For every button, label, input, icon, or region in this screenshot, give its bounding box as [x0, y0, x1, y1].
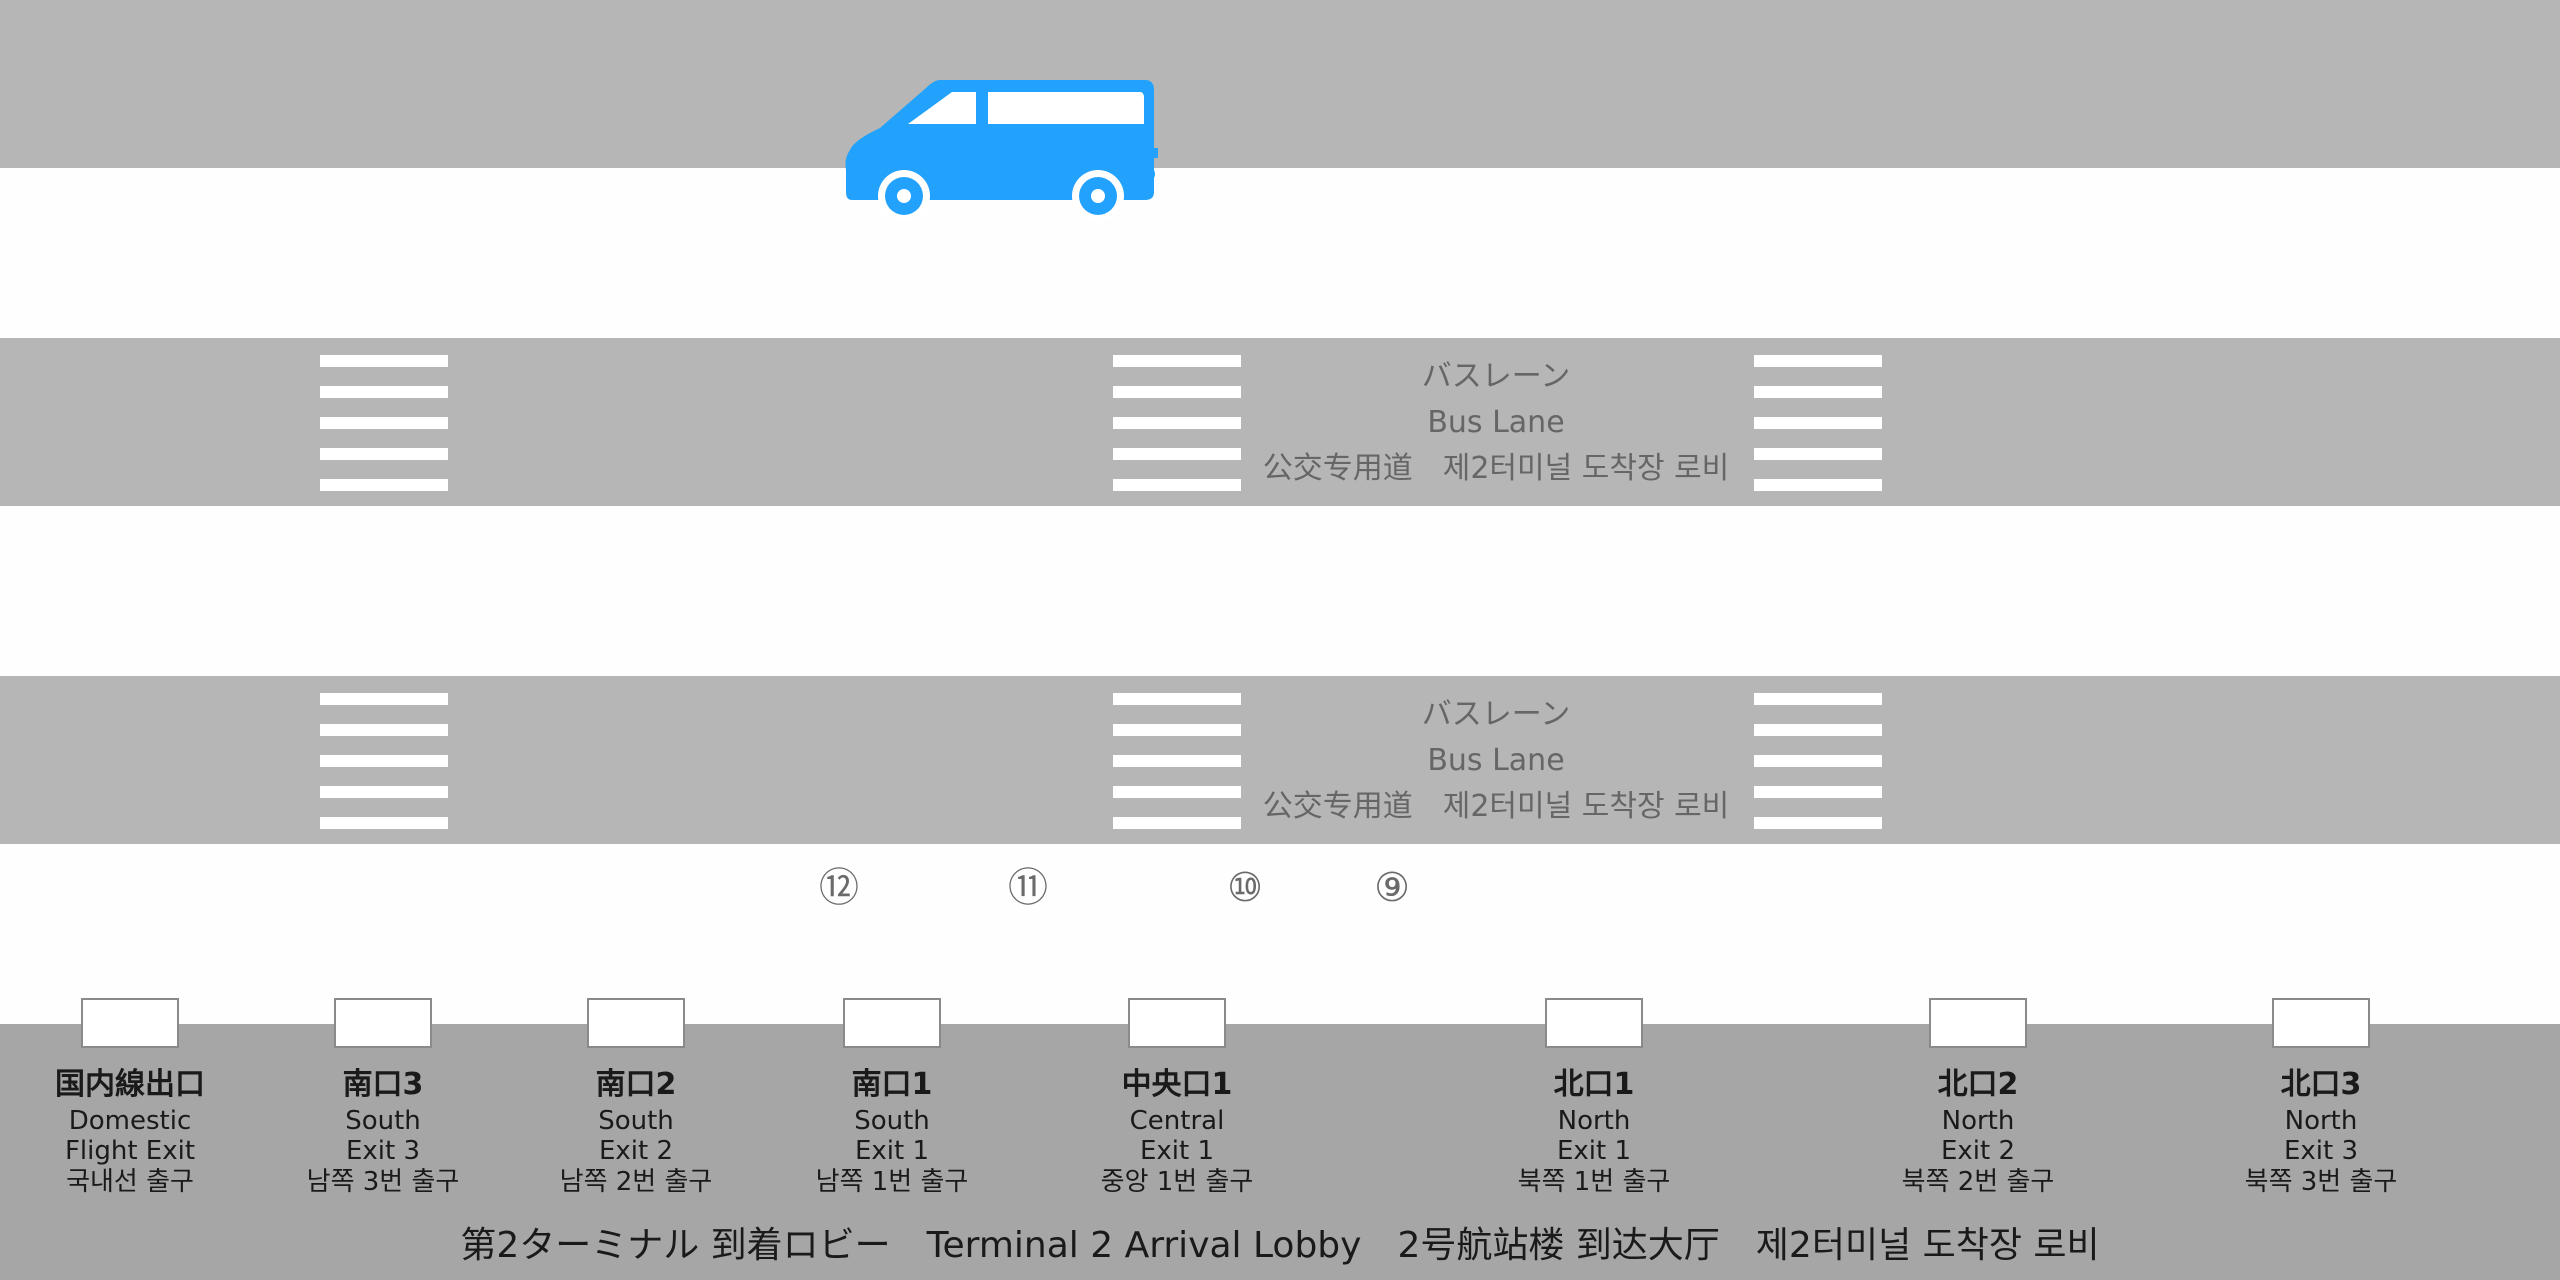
bus-lane-label-zh-ko: 公交专用道 제2터미널 도착장 로비: [1262, 451, 1730, 486]
road-top: [0, 0, 2560, 168]
bus-stop-12[interactable]: ⑫: [819, 865, 859, 911]
crosswalk: [1754, 355, 1882, 495]
bus-stop-10[interactable]: ⑩: [1227, 865, 1263, 911]
exit-en-label: Exit 1: [1139, 1136, 1215, 1166]
exit-en-label: Exit 1: [854, 1136, 930, 1166]
exit-ko-label: 북쪽 3번 출구: [2244, 1167, 2398, 1197]
exit-ko-label: 남쪽 3번 출구: [306, 1167, 460, 1197]
exit-main-label: 中央口1: [1121, 1067, 1233, 1102]
exit-door: [587, 998, 685, 1048]
exit-ko-label: 북쪽 2번 출구: [1901, 1167, 2055, 1197]
exit-south-2[interactable]: 南口2 South Exit 2 남쪽 2번 출구: [516, 1064, 756, 1198]
exit-ko-label: 중앙 1번 출구: [1100, 1167, 1254, 1197]
bus-lane-label-en: Bus Lane: [1427, 405, 1565, 440]
exit-domestic[interactable]: 国内線出口 Domestic Flight Exit 국내선 출구: [10, 1064, 250, 1198]
bus-lane-label: バスレーン Bus Lane 公交专用道 제2터미널 도착장 로비: [1216, 692, 1776, 830]
exit-main-label: 北口1: [1553, 1067, 1635, 1102]
exit-door: [1929, 998, 2027, 1048]
exit-main-label: 南口2: [595, 1067, 677, 1102]
exit-ko-label: 국내선 출구: [66, 1167, 194, 1197]
bus-stop-11[interactable]: ⑪: [1008, 865, 1048, 911]
exit-en-label: Exit 3: [2283, 1136, 2359, 1166]
exit-en-label: North: [2284, 1106, 2358, 1136]
exit-main-label: 北口2: [1937, 1067, 2019, 1102]
exit-central-1[interactable]: 中央口1 Central Exit 1 중앙 1번 출구: [1057, 1064, 1297, 1198]
exit-en-label: South: [598, 1106, 674, 1136]
crosswalk: [320, 355, 448, 495]
exit-door: [1128, 998, 1226, 1048]
exit-en-label: North: [1557, 1106, 1631, 1136]
van-icon[interactable]: [840, 74, 1160, 224]
exit-en-label: North: [1941, 1106, 2015, 1136]
lobby-title: 第2ターミナル 到着ロビー Terminal 2 Arrival Lobby 2…: [460, 1225, 2100, 1266]
bus-lane-label-en: Bus Lane: [1427, 743, 1565, 778]
exit-door: [1545, 998, 1643, 1048]
exit-ko-label: 남쪽 1번 출구: [815, 1167, 969, 1197]
exit-door: [2272, 998, 2370, 1048]
exit-north-3[interactable]: 北口3 North Exit 3 북쪽 3번 출구: [2201, 1064, 2441, 1198]
exit-en-label: Domestic: [68, 1106, 192, 1136]
crosswalk: [320, 693, 448, 833]
crosswalk: [1113, 355, 1241, 495]
exit-south-1[interactable]: 南口1 South Exit 1 남쪽 1번 출구: [772, 1064, 1012, 1198]
exit-door: [334, 998, 432, 1048]
bus-lane-label-zh-ko: 公交专用道 제2터미널 도착장 로비: [1262, 789, 1730, 824]
exit-en-label: South: [345, 1106, 421, 1136]
exit-south-3[interactable]: 南口3 South Exit 3 남쪽 3번 출구: [263, 1064, 503, 1198]
exit-door: [81, 998, 179, 1048]
exit-main-label: 北口3: [2280, 1067, 2362, 1102]
exit-ko-label: 남쪽 2번 출구: [559, 1167, 713, 1197]
exit-en-label: Exit 1: [1556, 1136, 1632, 1166]
bus-lane-label-jp: バスレーン: [1421, 359, 1571, 394]
crosswalk: [1754, 693, 1882, 833]
exit-en-label: Exit 3: [345, 1136, 421, 1166]
exit-en-label: Flight Exit: [64, 1136, 196, 1166]
bus-stop-9[interactable]: ⑨: [1374, 865, 1410, 911]
crosswalk: [1113, 693, 1241, 833]
bus-lane-label-jp: バスレーン: [1421, 697, 1571, 732]
exit-en-label: Exit 2: [598, 1136, 674, 1166]
exit-en-label: South: [854, 1106, 930, 1136]
exit-door: [843, 998, 941, 1048]
exit-en-label: Exit 2: [1940, 1136, 2016, 1166]
arrival-lobby: [0, 1024, 2560, 1280]
bus-lane-label: バスレーン Bus Lane 公交专用道 제2터미널 도착장 로비: [1216, 354, 1776, 492]
exit-en-label: Central: [1129, 1106, 1225, 1136]
exit-main-label: 国内線出口: [55, 1067, 205, 1102]
exit-north-1[interactable]: 北口1 North Exit 1 북쪽 1번 출구: [1474, 1064, 1714, 1198]
exit-main-label: 南口1: [851, 1067, 933, 1102]
exit-ko-label: 북쪽 1번 출구: [1517, 1167, 1671, 1197]
exit-north-2[interactable]: 北口2 North Exit 2 북쪽 2번 출구: [1858, 1064, 2098, 1198]
exit-main-label: 南口3: [342, 1067, 424, 1102]
